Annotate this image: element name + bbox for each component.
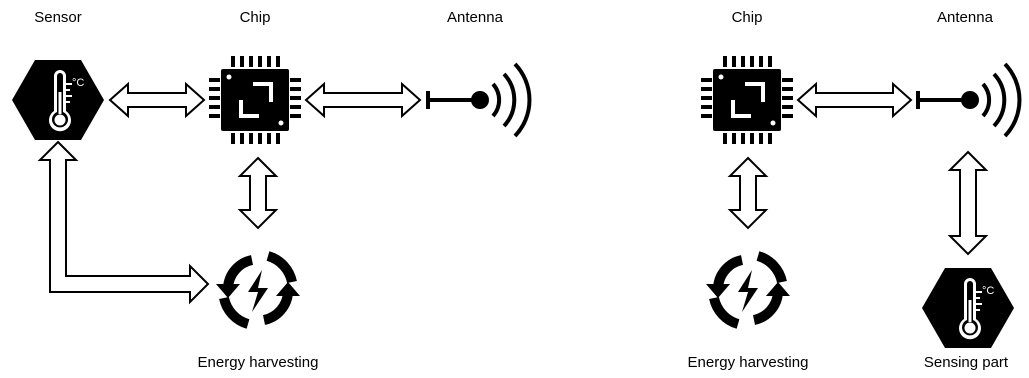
arrow-chip-energy-right: [727, 156, 769, 230]
sensor-hexagon-icon: °C: [11, 59, 105, 141]
energy-label-left: Energy harvesting: [198, 354, 319, 371]
antenna-label-left: Antenna: [447, 9, 504, 26]
arrow-antenna-sensing-right: [947, 150, 989, 256]
antenna-signal-icon: [426, 62, 532, 138]
energy-label-right: Energy harvesting: [688, 354, 809, 371]
sensing-part-label: Sensing part: [924, 354, 1009, 371]
celsius-unit-right: °C: [982, 285, 994, 297]
chip-icon: [207, 54, 303, 146]
celsius-unit: °C: [72, 77, 84, 89]
antenna-signal-icon-right: [916, 62, 1022, 138]
chip-label-right: Chip: [732, 9, 763, 26]
arrow-chip-energy: [237, 156, 279, 230]
sensing-part-hexagon-icon: °C: [921, 267, 1015, 349]
arrow-sensor-chip: [108, 81, 206, 119]
arrow-sensor-energy: [37, 140, 210, 305]
arrow-chip-antenna-right: [796, 81, 913, 119]
energy-harvesting-icon: [216, 256, 300, 324]
arrow-chip-antenna: [304, 81, 422, 119]
chip-label-left: Chip: [240, 9, 271, 26]
sensor-label: Sensor: [34, 9, 82, 26]
chip-icon-right: [699, 54, 795, 146]
energy-harvesting-icon-right: [706, 256, 790, 324]
antenna-label-right: Antenna: [937, 9, 994, 26]
